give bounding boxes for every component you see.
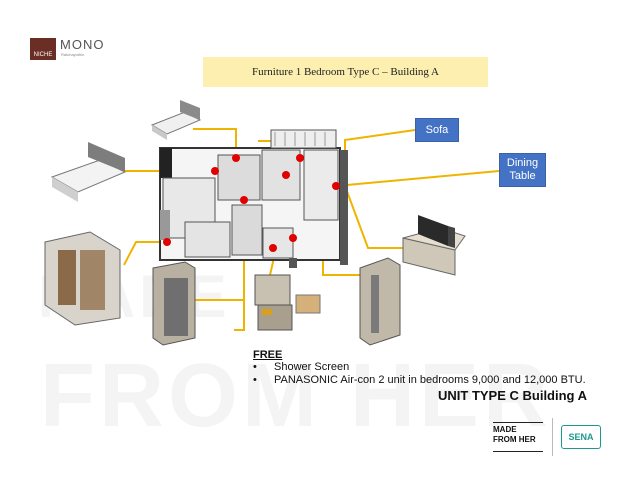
made-from-her-logo: MADE FROM HER bbox=[493, 422, 543, 452]
double-bed-illustration bbox=[50, 142, 127, 202]
free-items-list: •Shower Screen •PANASONIC Air-con 2 unit… bbox=[253, 361, 586, 387]
unit-type-title: UNIT TYPE C Building A bbox=[438, 388, 588, 403]
furniture-markers bbox=[163, 154, 340, 252]
tv-stand-illustration bbox=[402, 215, 466, 276]
sena-logo: SENA bbox=[561, 425, 601, 449]
marker-sofa-a bbox=[282, 171, 290, 179]
kitchen-unit-illustration bbox=[254, 274, 321, 331]
page-title-banner: Furniture 1 Bedroom Type C – Building A bbox=[203, 57, 488, 87]
free-item: •PANASONIC Air-con 2 unit in bedrooms 9,… bbox=[253, 374, 586, 386]
marker-dining bbox=[332, 182, 340, 190]
free-item: •Shower Screen bbox=[253, 361, 350, 373]
walk-in-wardrobe-illustration bbox=[44, 231, 121, 326]
free-heading: FREE bbox=[253, 349, 283, 361]
tall-cabinet-illustration bbox=[152, 261, 196, 346]
shoe-cabinet-illustration bbox=[359, 257, 401, 346]
leader-cabinet-b bbox=[234, 300, 245, 331]
marker-kitchen bbox=[269, 244, 277, 252]
mono-logo-text: MONO bbox=[60, 37, 105, 52]
marker-sofa bbox=[296, 154, 304, 162]
marker-bed-small bbox=[232, 154, 240, 162]
watermark-from-her: FROM HER bbox=[40, 346, 552, 446]
marker-bed-large bbox=[211, 167, 219, 175]
marker-shoe bbox=[289, 234, 297, 242]
single-bed-illustration bbox=[150, 100, 202, 140]
floor-plan bbox=[159, 129, 348, 268]
niche-logo: NICHE bbox=[30, 38, 56, 60]
leader-dining bbox=[335, 170, 500, 187]
sofa-callout: Sofa bbox=[415, 118, 459, 142]
leader-wardrobe-left bbox=[123, 241, 167, 266]
logo-divider bbox=[552, 418, 553, 456]
marker-cabinet bbox=[240, 196, 248, 204]
dining-table-callout: Dining Table bbox=[499, 153, 546, 187]
marker-wardrobe bbox=[163, 238, 171, 246]
logo-subtitle: Ratchayothin bbox=[61, 52, 85, 57]
